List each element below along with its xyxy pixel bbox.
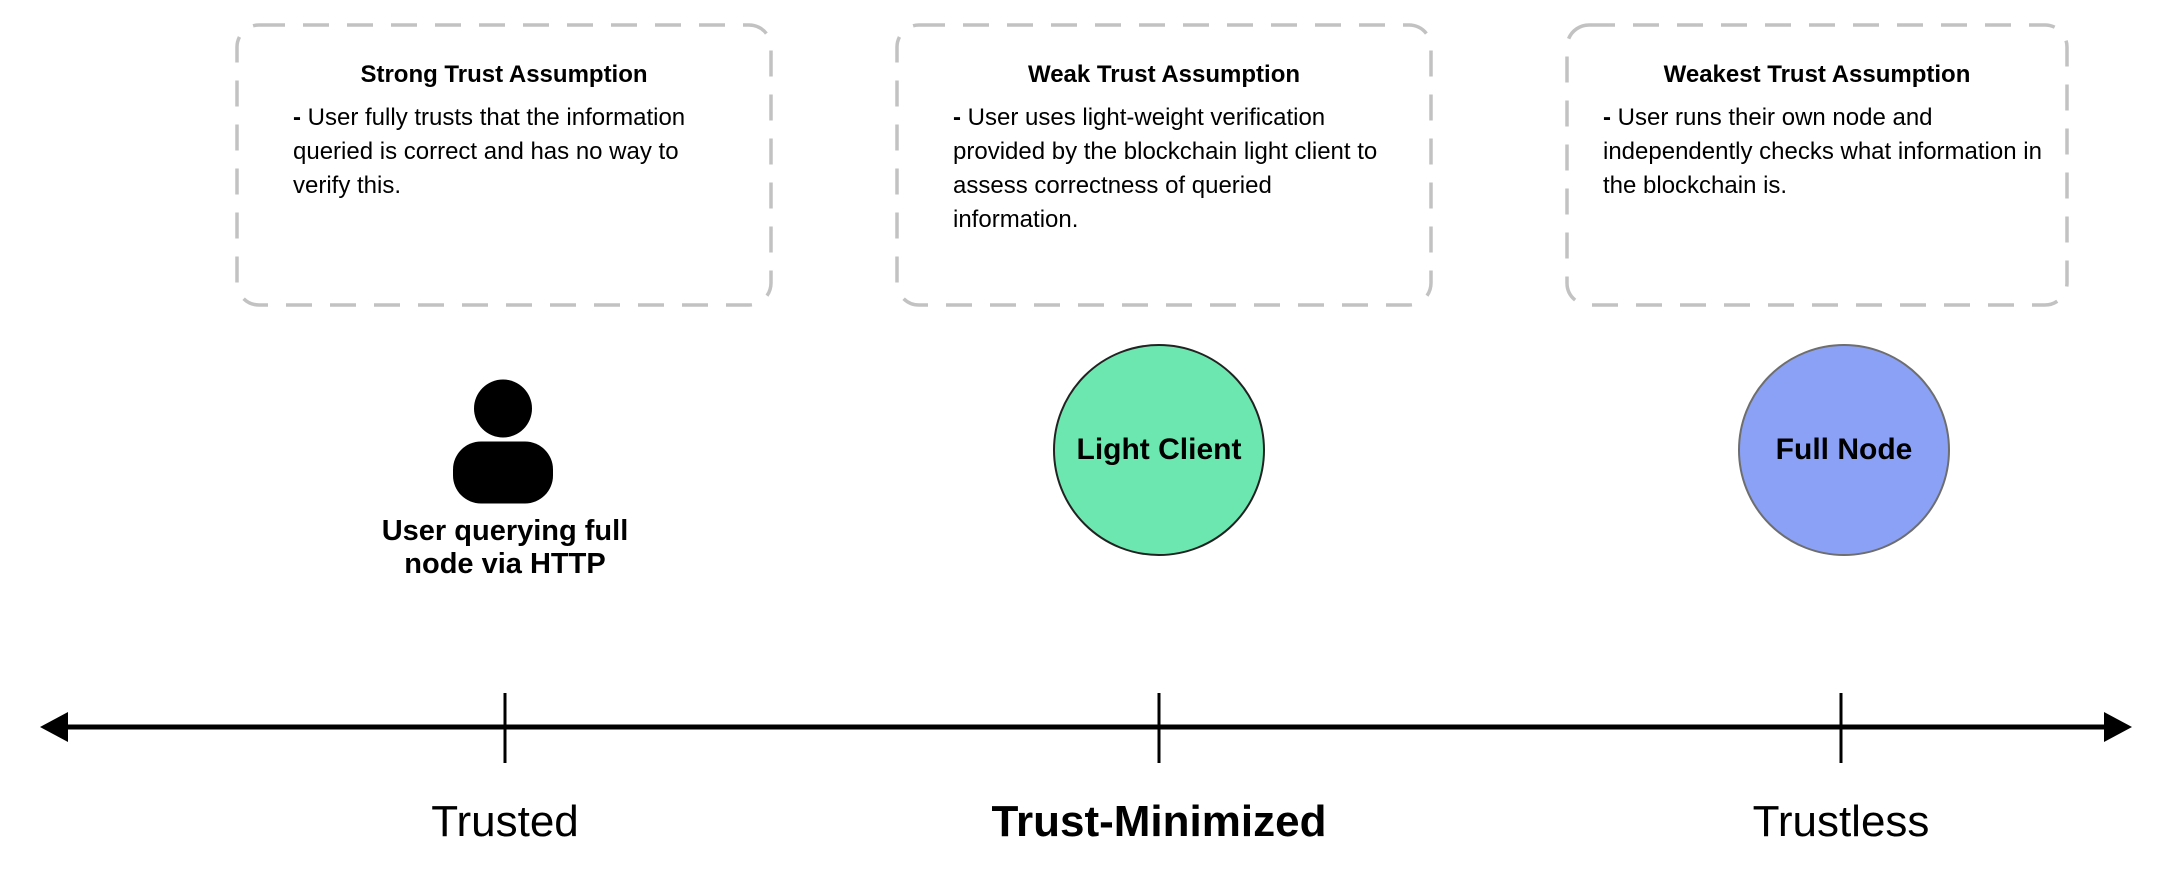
dashed-border-rect <box>1565 23 2069 307</box>
assumption-body-line: assess correctness of queried <box>953 172 1272 199</box>
assumption-body-text: User fully trusts that the information <box>301 104 686 131</box>
axis-arrow-left-icon <box>40 712 68 742</box>
dashed-border-rect <box>235 23 773 307</box>
dashed-border <box>1565 23 2069 307</box>
assumption-body-line: provided by the blockchain light client … <box>953 138 1378 165</box>
axis-label-trust-minimized: Trust-Minimized <box>991 797 1327 846</box>
assumption-title: Weak Trust Assumption <box>1027 61 1301 88</box>
bullet-dash: - <box>1603 104 1611 131</box>
bullet-dash: - <box>953 104 961 131</box>
dashed-border <box>235 23 773 307</box>
assumption-body: - User runs their own node and independe… <box>1565 101 2069 203</box>
axis-arrow-right-icon <box>2104 712 2132 742</box>
full-node-node: Full Node <box>1738 344 1950 556</box>
assumption-body-line: - User runs their own node and <box>1603 101 2069 135</box>
assumption-body-text: User runs their own node and <box>1611 104 1933 131</box>
user-node-label: User querying full node via HTTP <box>355 515 655 581</box>
user-node-label-line: node via HTTP <box>404 548 606 580</box>
person-icon <box>453 379 553 504</box>
trust-axis <box>40 693 2132 763</box>
assumption-box-weak: Weak Trust Assumption - User uses light-… <box>895 23 1433 307</box>
light-client-node: Light Client <box>1053 344 1265 556</box>
assumption-body-line: - User fully trusts that the information <box>293 101 773 135</box>
assumption-body: - User uses light-weight verification pr… <box>895 101 1433 237</box>
light-client-label: Light Client <box>1076 433 1242 466</box>
assumption-body-text: User uses light-weight verification <box>961 104 1326 131</box>
assumption-box-weakest: Weakest Trust Assumption - User runs the… <box>1565 23 2069 307</box>
bullet-dash: - <box>293 104 301 131</box>
user-node <box>453 378 553 504</box>
full-node-label: Full Node <box>1775 433 1913 466</box>
assumption-body-line: the blockchain is. <box>1603 172 1788 199</box>
assumption-body: - User fully trusts that the information… <box>235 101 773 203</box>
assumption-body-line: - User uses light-weight verification <box>953 101 1433 135</box>
user-node-label-line: User querying full <box>381 515 629 547</box>
dashed-border <box>895 23 1433 307</box>
assumption-body-line: information. <box>953 206 1079 233</box>
axis-label-trusted: Trusted <box>431 797 579 846</box>
assumption-body-line: verify this. <box>293 172 402 199</box>
assumption-title: Strong Trust Assumption <box>360 61 648 88</box>
assumption-title: Weakest Trust Assumption <box>1663 61 1971 88</box>
assumption-body-line: independently checks what information in <box>1603 138 2042 165</box>
axis-label-trustless: Trustless <box>1752 797 1930 846</box>
assumption-box-strong: Strong Trust Assumption - User fully tru… <box>235 23 773 307</box>
dashed-border-rect <box>895 23 1433 307</box>
assumption-body-line: queried is correct and has no way to <box>293 138 679 165</box>
